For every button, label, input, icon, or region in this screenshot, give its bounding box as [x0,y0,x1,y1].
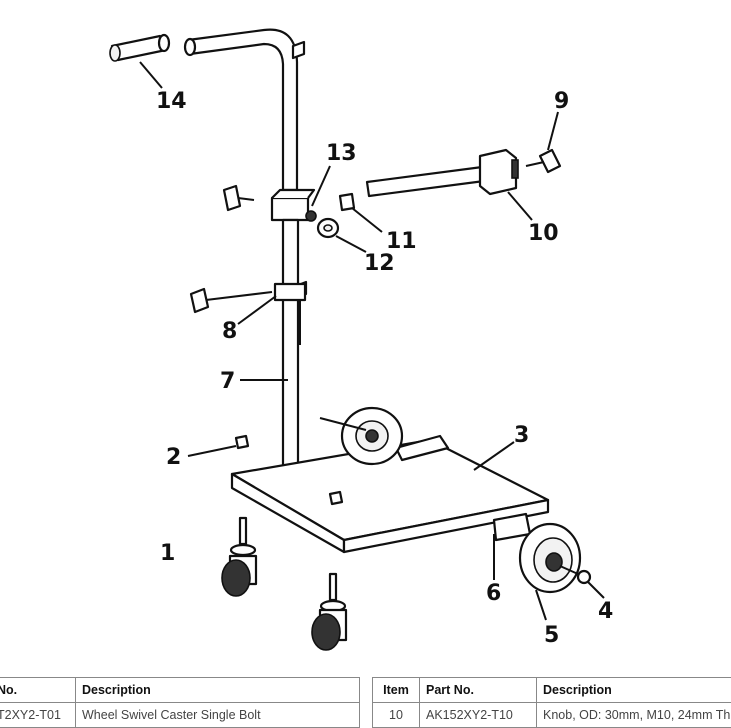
end-cap-part [340,194,354,210]
handle-tube-part [185,30,304,190]
table-header-row: Item Part No. Description [373,678,731,703]
column-header-item: Item [373,678,420,703]
parts-table-left: No. Description T2XY2-T01 Wheel Swivel C… [0,677,360,728]
callout-14: 14 [156,89,187,114]
washer-part [318,219,338,237]
parts-table-right: Item Part No. Description 10 AK152XY2-T1… [372,677,731,728]
cell-part-no: AK152XY2-T10 [420,703,537,728]
cell-part-no: T2XY2-T01 [0,703,76,728]
callout-4: 4 [598,599,613,624]
caster-wheel-1-part [222,518,256,596]
cell-item: 10 [373,703,420,728]
column-header-part-no: Part No. [420,678,537,703]
callout-5: 5 [544,623,559,648]
callout-10: 10 [528,221,559,246]
table-row: T2XY2-T01 Wheel Swivel Caster Single Bol… [0,703,360,728]
caster-wheel-front-part [312,574,346,650]
callout-13: 13 [326,141,357,166]
exploded-parts-diagram: 1 2 3 4 5 6 7 8 9 10 11 12 13 14 [0,0,731,670]
cell-description: Wheel Swivel Caster Single Bolt [76,703,360,728]
callout-12: 12 [364,251,395,276]
bracket-part [494,514,530,540]
column-header-description: Description [76,678,360,703]
table-header-row: No. Description [0,678,360,703]
callout-3: 3 [514,423,529,448]
callout-1: 1 [160,541,175,566]
callout-9: 9 [554,89,569,114]
wheel-part [520,524,580,592]
handle-grip-part [110,35,169,61]
table-row: 10 AK152XY2-T10 Knob, OD: 30mm, M10, 24m… [373,703,731,728]
clamp-13-part [272,190,316,221]
column-header-no: No. [0,678,76,703]
callout-8: 8 [222,319,237,344]
support-arm-part [367,150,518,196]
knob-9-part [526,150,560,172]
callout-2: 2 [166,445,181,470]
column-header-description: Description [537,678,731,703]
lower-tube-part [283,220,306,480]
callout-7: 7 [220,369,235,394]
knob-upper-left-part [224,186,254,210]
cell-description: Knob, OD: 30mm, M10, 24mm Th [537,703,731,728]
callout-6: 6 [486,581,501,606]
cap-part [236,436,248,448]
rear-wheel-upper-part [320,408,402,464]
